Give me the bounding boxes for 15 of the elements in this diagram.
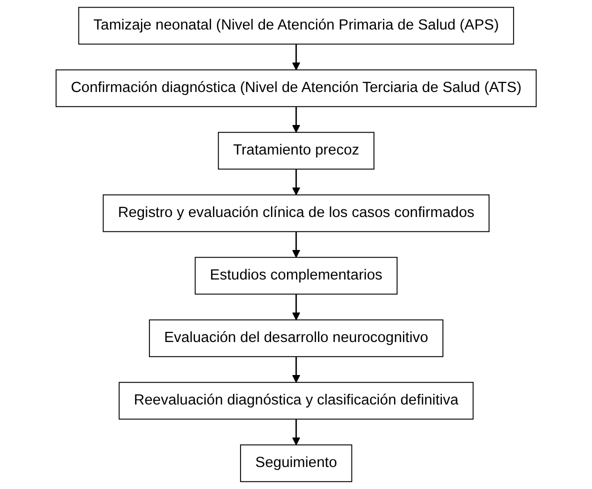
arrow [292, 356, 300, 383]
arrow [292, 44, 300, 70]
node-box: Seguimiento [240, 444, 352, 482]
node-box: Estudios complementarios [194, 256, 398, 295]
node-box: Reevaluación diagnóstica y clasificación definitiva [118, 382, 474, 420]
node-box: Evaluación del desarrollo neurocognitivo [148, 319, 444, 358]
node-box: Tratamiento precoz [218, 132, 374, 170]
node-box: Confirmación diagnóstica (Nivel de Atención Terciaria de Salud (ATS) [56, 69, 536, 108]
arrow [292, 106, 300, 133]
arrow [292, 232, 300, 258]
node-box: Tamizaje neonatal (Nivel de Atención Primaria de Salud (APS) [78, 6, 514, 45]
arrow [292, 419, 300, 446]
arrow [292, 294, 300, 320]
node-box: Registro y evaluación clínica de los casos confirmados [102, 194, 490, 232]
arrow [292, 169, 300, 196]
